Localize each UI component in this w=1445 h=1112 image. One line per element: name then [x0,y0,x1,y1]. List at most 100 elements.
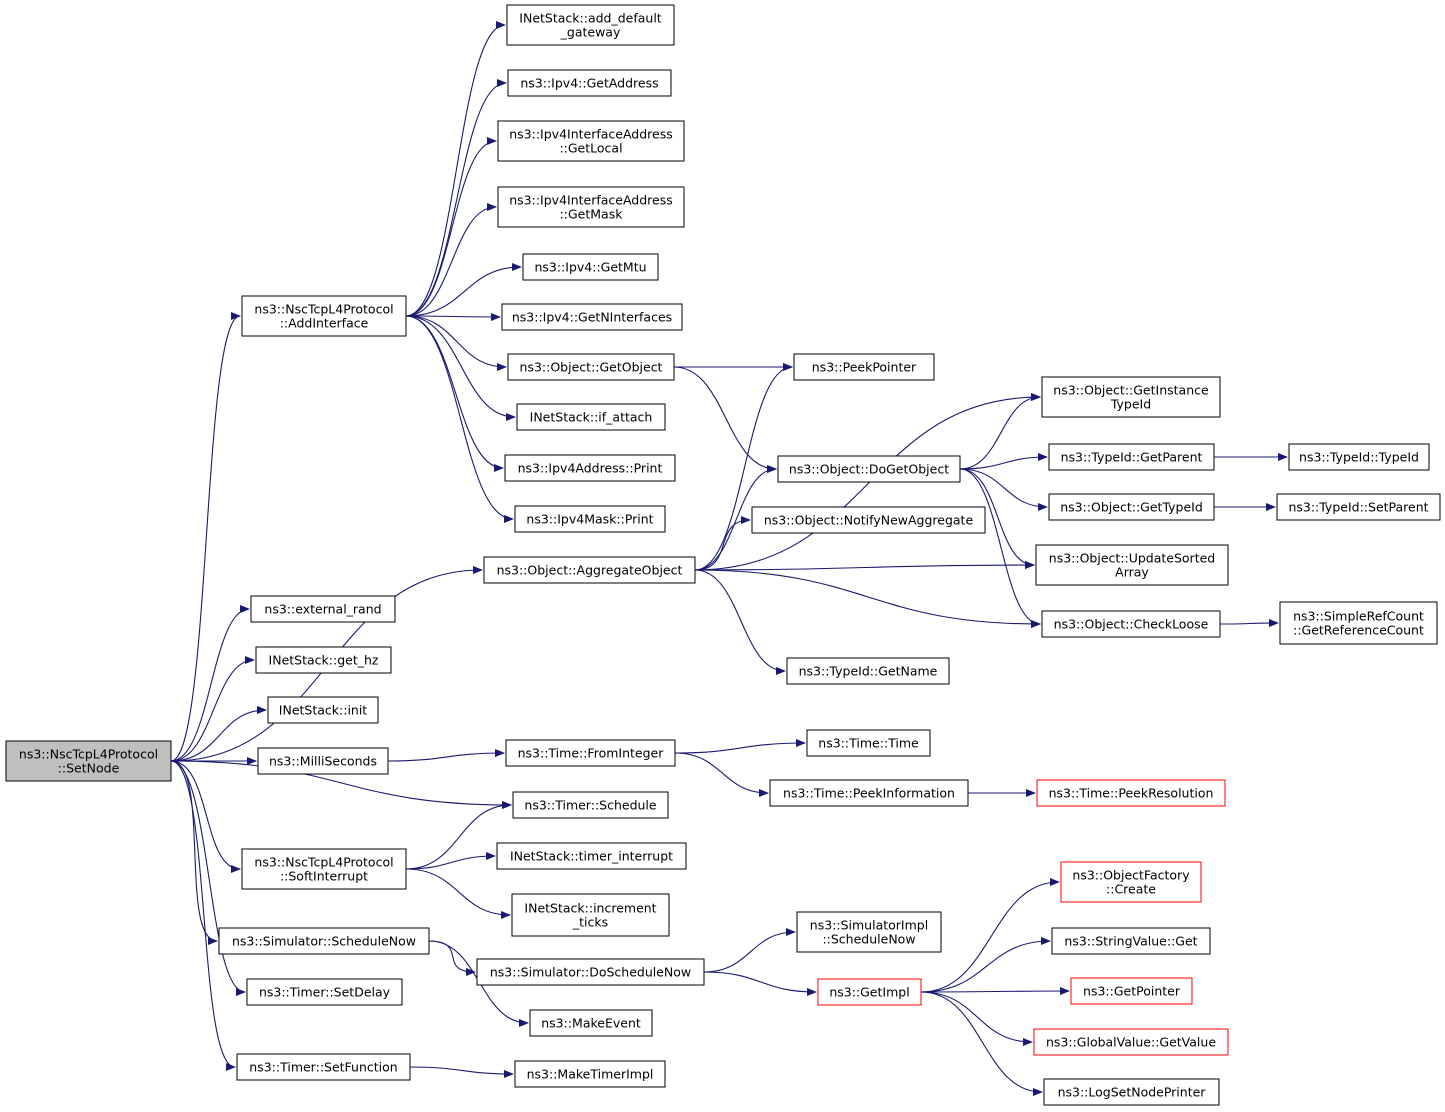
node-label: INetStack::add_default [519,11,662,26]
node-init[interactable]: INetStack::init [267,696,379,724]
node-label: _gateway [560,25,621,40]
nodes: ns3::NscTcpL4Protocol::SetNodens3::NscTc… [5,4,1441,1106]
node-iface-get-mask[interactable]: ns3::Ipv4InterfaceAddress::GetMask [497,186,685,228]
edge-check-loose-to-get-reference-count [1219,619,1279,628]
edge-root-to-timer-set-function [170,760,236,1071]
node-get-impl[interactable]: ns3::GetImpl [817,978,922,1006]
node-external-rand[interactable]: ns3::external_rand [250,595,396,623]
node-object-get-type-id[interactable]: ns3::Object::GetTypeId [1048,493,1215,521]
node-object-get-object[interactable]: ns3::Object::GetObject [507,353,675,381]
node-peek-information[interactable]: ns3::Time::PeekInformation [769,779,969,807]
node-box [796,911,942,953]
node-box [497,120,685,162]
node-ipv4-address-print[interactable]: ns3::Ipv4Address::Print [504,454,676,482]
node-label: ns3::Object::GetObject [520,360,663,375]
node-type-id-get-parent[interactable]: ns3::TypeId::GetParent [1048,443,1215,471]
node-label: ::AddInterface [280,316,369,331]
node-box [1060,861,1202,903]
node-box [236,1053,411,1081]
node-time-time[interactable]: ns3::Time::Time [806,729,931,757]
node-box [505,739,676,767]
node-make-timer-impl[interactable]: ns3::MakeTimerImpl [514,1060,666,1088]
node-from-integer[interactable]: ns3::Time::FromInteger [505,739,676,767]
node-label: ns3::Ipv4::GetMtu [534,260,646,275]
node-get-pointer[interactable]: ns3::GetPointer [1070,977,1193,1005]
node-label: ns3::TypeId::TypeId [1299,450,1419,465]
node-if-attach[interactable]: INetStack::if_attach [516,403,666,431]
node-ipv4-get-ninterfaces[interactable]: ns3::Ipv4::GetNInterfaces [501,303,683,331]
edge-get-impl-to-log-set-node-printer [920,991,1043,1096]
node-label: ::ScheduleNow [822,932,915,947]
node-timer-interrupt[interactable]: INetStack::timer_interrupt [496,842,687,870]
node-ipv4-get-address[interactable]: ns3::Ipv4::GetAddress [507,69,672,97]
edge-aggregate-object-to-update-sorted-array [694,561,1035,571]
node-label: ns3::Object::UpdateSorted [1049,551,1215,566]
node-do-get-object[interactable]: ns3::Object::DoGetObject [777,455,961,483]
node-box [1035,544,1229,586]
edge-aggregate-object-to-get-instance-type-id [694,393,1041,571]
node-box [769,779,969,807]
node-box [5,740,172,782]
node-label: ns3::Ipv4::GetNInterfaces [512,310,672,325]
node-make-event[interactable]: ns3::MakeEvent [529,1009,653,1037]
node-box [793,353,935,381]
node-box [504,454,676,482]
node-peek-pointer[interactable]: ns3::PeekPointer [793,353,935,381]
node-check-loose[interactable]: ns3::Object::CheckLoose [1041,610,1221,638]
node-type-id-get-name[interactable]: ns3::TypeId::GetName [786,657,950,685]
node-ipv4-mask-print[interactable]: ns3::Ipv4Mask::Print [514,505,666,533]
node-label: ns3::GlobalValue::GetValue [1046,1035,1216,1050]
node-label: ns3::Object::GetInstance [1053,383,1209,398]
node-do-schedule-now[interactable]: ns3::Simulator::DoScheduleNow [476,958,705,986]
node-box [507,69,672,97]
edge-root-to-get-hz [170,656,255,762]
node-sim-impl-schedule-now[interactable]: ns3::SimulatorImpl::ScheduleNow [796,911,942,953]
node-add-default-gateway[interactable]: INetStack::add_default_gateway [506,4,675,46]
node-increment-ticks[interactable]: INetStack::increment_ticks [511,893,670,937]
edge-get-impl-to-string-value-get [920,937,1051,993]
node-soft-interrupt[interactable]: ns3::NscTcpL4Protocol::SoftInterrupt [241,848,407,890]
node-get-reference-count[interactable]: ns3::SimpleRefCount::GetReferenceCount [1279,601,1438,645]
edge-do-get-object-to-check-loose [959,468,1041,628]
node-label: ns3::Ipv4InterfaceAddress [509,127,673,142]
node-label: ns3::Object::AggregateObject [497,563,683,578]
node-label: INetStack::timer_interrupt [510,849,673,864]
node-box [512,791,669,819]
node-iface-get-local[interactable]: ns3::Ipv4InterfaceAddress::GetLocal [497,120,685,162]
node-peek-resolution[interactable]: ns3::Time::PeekResolution [1036,779,1226,807]
node-label: ::GetMask [560,207,624,222]
edge-add-interface-to-ipv4-mask-print [405,315,514,523]
node-get-hz[interactable]: INetStack::get_hz [255,646,392,674]
edge-soft-interrupt-to-increment-ticks [405,868,511,919]
edge-add-interface-to-ipv4-get-mtu [405,263,522,317]
node-aggregate-object[interactable]: ns3::Object::AggregateObject [483,556,696,584]
node-add-interface[interactable]: ns3::NscTcpL4Protocol::AddInterface [241,295,407,337]
edge-root-to-sim-schedule-now [170,760,218,945]
node-object-factory-create[interactable]: ns3::ObjectFactory::Create [1060,861,1202,903]
node-label: INetStack::increment [524,901,656,916]
node-log-set-node-printer[interactable]: ns3::LogSetNodePrinter [1043,1078,1220,1106]
node-milli-seconds[interactable]: ns3::MilliSeconds [257,747,389,775]
edge-do-get-object-to-update-sorted-array [959,468,1035,569]
node-timer-schedule[interactable]: ns3::Timer::Schedule [512,791,669,819]
node-label: ns3::Ipv4InterfaceAddress [509,193,673,208]
edge-do-schedule-now-to-get-impl [703,971,817,996]
node-label: ns3::Time::PeekResolution [1049,786,1214,801]
node-box [1033,1028,1229,1056]
edge-get-impl-to-global-value-get-value [920,991,1033,1046]
node-notify-new-aggregate[interactable]: ns3::Object::NotifyNewAggregate [751,506,986,534]
node-timer-set-delay[interactable]: ns3::Timer::SetDelay [246,978,403,1006]
node-sim-schedule-now[interactable]: ns3::Simulator::ScheduleNow [218,927,430,955]
node-type-id-type-id[interactable]: ns3::TypeId::TypeId [1288,443,1430,471]
node-timer-set-function[interactable]: ns3::Timer::SetFunction [236,1053,411,1081]
node-label: ns3::Timer::SetDelay [259,985,391,1000]
node-box [1041,610,1221,638]
node-ipv4-get-mtu[interactable]: ns3::Ipv4::GetMtu [522,253,659,281]
node-global-value-get-value[interactable]: ns3::GlobalValue::GetValue [1033,1028,1229,1056]
edge-do-get-object-to-type-id-get-parent [959,453,1048,470]
node-box [246,978,403,1006]
node-type-id-set-parent[interactable]: ns3::TypeId::SetParent [1276,493,1441,521]
node-string-value-get[interactable]: ns3::StringValue::Get [1051,927,1211,955]
